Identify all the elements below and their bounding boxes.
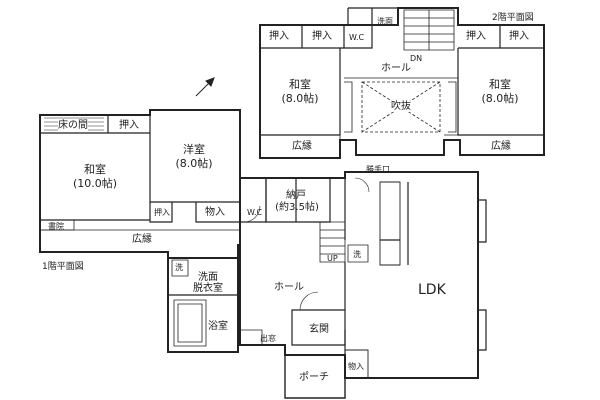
second-floor-closet-row-left <box>260 25 344 49</box>
first-floor-entrance <box>291 309 346 346</box>
second-floor-left-room-name: 和室 <box>289 78 311 91</box>
first-floor-washer-box <box>171 259 189 277</box>
first-floor-bathtub <box>173 299 207 347</box>
door-arc-entrance <box>299 291 319 311</box>
second-floor-left-room <box>259 48 341 136</box>
second-floor-washroom-label: 洗面 <box>377 17 393 26</box>
second-floor-left-room-size: (8.0帖) <box>281 92 319 105</box>
first-floor-western-room-size: (8.0帖) <box>175 157 213 170</box>
second-floor-closet-1: 押入 <box>269 31 289 42</box>
first-floor-bath-label: 浴室 <box>208 321 228 332</box>
second-floor-shoji-left <box>344 81 353 133</box>
first-floor-entrance-label: 玄関 <box>309 324 329 335</box>
first-floor-dressing-line2: 脱衣室 <box>193 283 223 294</box>
first-floor-wc-label: W.C <box>247 208 263 217</box>
first-floor-bath-block <box>167 258 239 353</box>
second-floor-closet-3: 押入 <box>466 31 486 42</box>
second-floor-hall-label: ホール <box>381 63 411 74</box>
north-arrow-icon <box>195 77 215 97</box>
first-floor-veranda-label: 広縁 <box>132 234 152 245</box>
first-floor-kitchen-counter <box>379 181 401 266</box>
first-floor-hall-label: ホール <box>274 282 304 293</box>
first-floor-japanese-room-name: 和室 <box>84 163 106 176</box>
first-floor-storage-room-size: (約3.5帖) <box>275 202 319 213</box>
first-floor-porch <box>284 354 346 399</box>
first-floor-washer <box>347 244 369 263</box>
second-floor-right-room-name: 和室 <box>489 78 511 91</box>
first-floor-ldk-window-upper <box>478 199 487 243</box>
first-floor-dressing-line1: 洗面 <box>198 272 218 283</box>
second-floor-closet-4: 押入 <box>509 31 529 42</box>
first-floor-ldk-window-lower <box>478 309 487 351</box>
second-floor-title: 2階平面図 <box>492 13 534 23</box>
second-floor-dn-label: DN <box>410 54 423 63</box>
first-floor-kitchen-partition <box>344 178 409 265</box>
first-floor-porch-label: ポーチ <box>299 372 329 383</box>
first-floor-small-storage <box>195 202 240 223</box>
door-arc-wc <box>243 205 261 223</box>
second-floor-veranda-right-label: 広縁 <box>491 141 511 152</box>
first-floor-japanese-room-size: (10.0帖) <box>72 177 118 190</box>
second-floor-right-room-size: (8.0帖) <box>481 92 519 105</box>
first-floor-tokonoma-label: 床の間 <box>58 120 88 131</box>
first-floor-washer-label: 洗 <box>353 250 361 259</box>
first-floor-back-door-label: 勝手口 <box>366 165 390 174</box>
first-floor-back-exit-label: 出窓 <box>260 334 276 343</box>
first-floor-ldk-label: LDK <box>418 282 446 298</box>
second-floor-void-label: 吹抜 <box>391 101 411 112</box>
second-floor-shoji-right <box>448 81 457 133</box>
door-arc-back <box>354 177 370 193</box>
first-floor-small-closet-label: 押入 <box>154 208 170 217</box>
first-floor-western-room-name: 洋室 <box>183 143 205 156</box>
first-floor-small-closet <box>149 202 173 223</box>
first-floor-stair-up-label: UP <box>327 254 338 263</box>
second-floor-veranda-left-line <box>259 135 341 158</box>
first-floor-storage-room-name: 納戸 <box>286 190 306 201</box>
second-floor-washroom <box>347 7 398 25</box>
first-floor-closet-top-label: 押入 <box>119 120 139 131</box>
first-floor-storage-bottom <box>345 349 369 378</box>
second-floor-wc <box>343 25 373 49</box>
second-floor-stair <box>403 9 455 51</box>
second-floor-wc-label: W.C <box>349 33 365 42</box>
first-floor-tokonoma <box>40 115 150 134</box>
second-floor-closet-row-right <box>458 25 544 49</box>
second-floor-closet-2: 押入 <box>312 31 332 42</box>
first-floor-small-storage-label: 物入 <box>205 207 225 218</box>
second-floor-veranda-left-label: 広縁 <box>292 141 312 152</box>
first-floor-washer-box-label: 洗 <box>175 263 183 272</box>
first-floor-title: 1階平面図 <box>42 262 84 272</box>
first-floor-shoin-label: 書院 <box>48 222 64 231</box>
first-floor-storage-bottom-label: 物入 <box>348 362 364 371</box>
first-floor-back-exit <box>238 329 263 345</box>
